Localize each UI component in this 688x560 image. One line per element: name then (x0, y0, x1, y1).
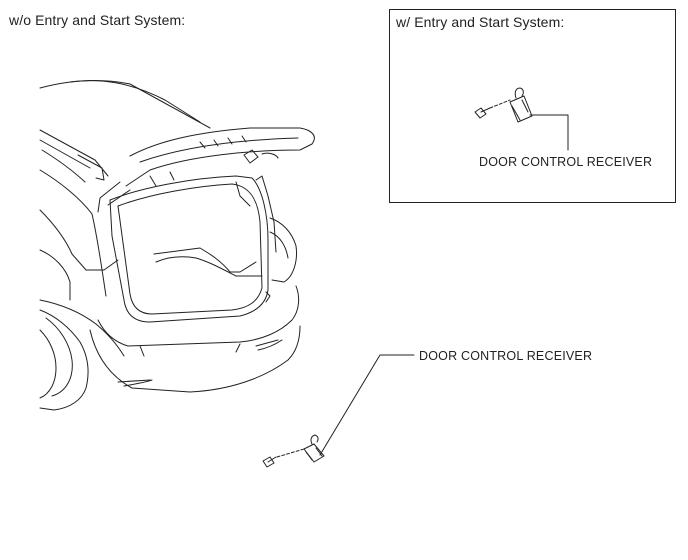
main-door-control-receiver-label: DOOR CONTROL RECEIVER (419, 349, 593, 363)
inset-leader-line-overlay (530, 115, 568, 150)
rear-bumper (90, 218, 300, 392)
body-side (40, 210, 124, 410)
main-receiver-part (304, 435, 324, 462)
liftgate (98, 128, 314, 212)
inset-door-control-receiver-label: DOOR CONTROL RECEIVER (479, 155, 653, 169)
inset-bolt-axis-overlay (490, 100, 510, 108)
inset-view-caption: w/ Entry and Start System: (396, 14, 565, 30)
main-view-caption: w/o Entry and Start System: (9, 12, 186, 28)
main-bolt (263, 457, 276, 467)
cargo-opening (110, 176, 276, 322)
inset-receiver-part-overlay (510, 88, 532, 122)
inset-frame (389, 9, 676, 203)
inset-bolt-overlay (475, 108, 490, 118)
roof-outline (40, 81, 210, 214)
main-leader-line (320, 355, 414, 455)
main-bolt-axis (277, 449, 304, 457)
